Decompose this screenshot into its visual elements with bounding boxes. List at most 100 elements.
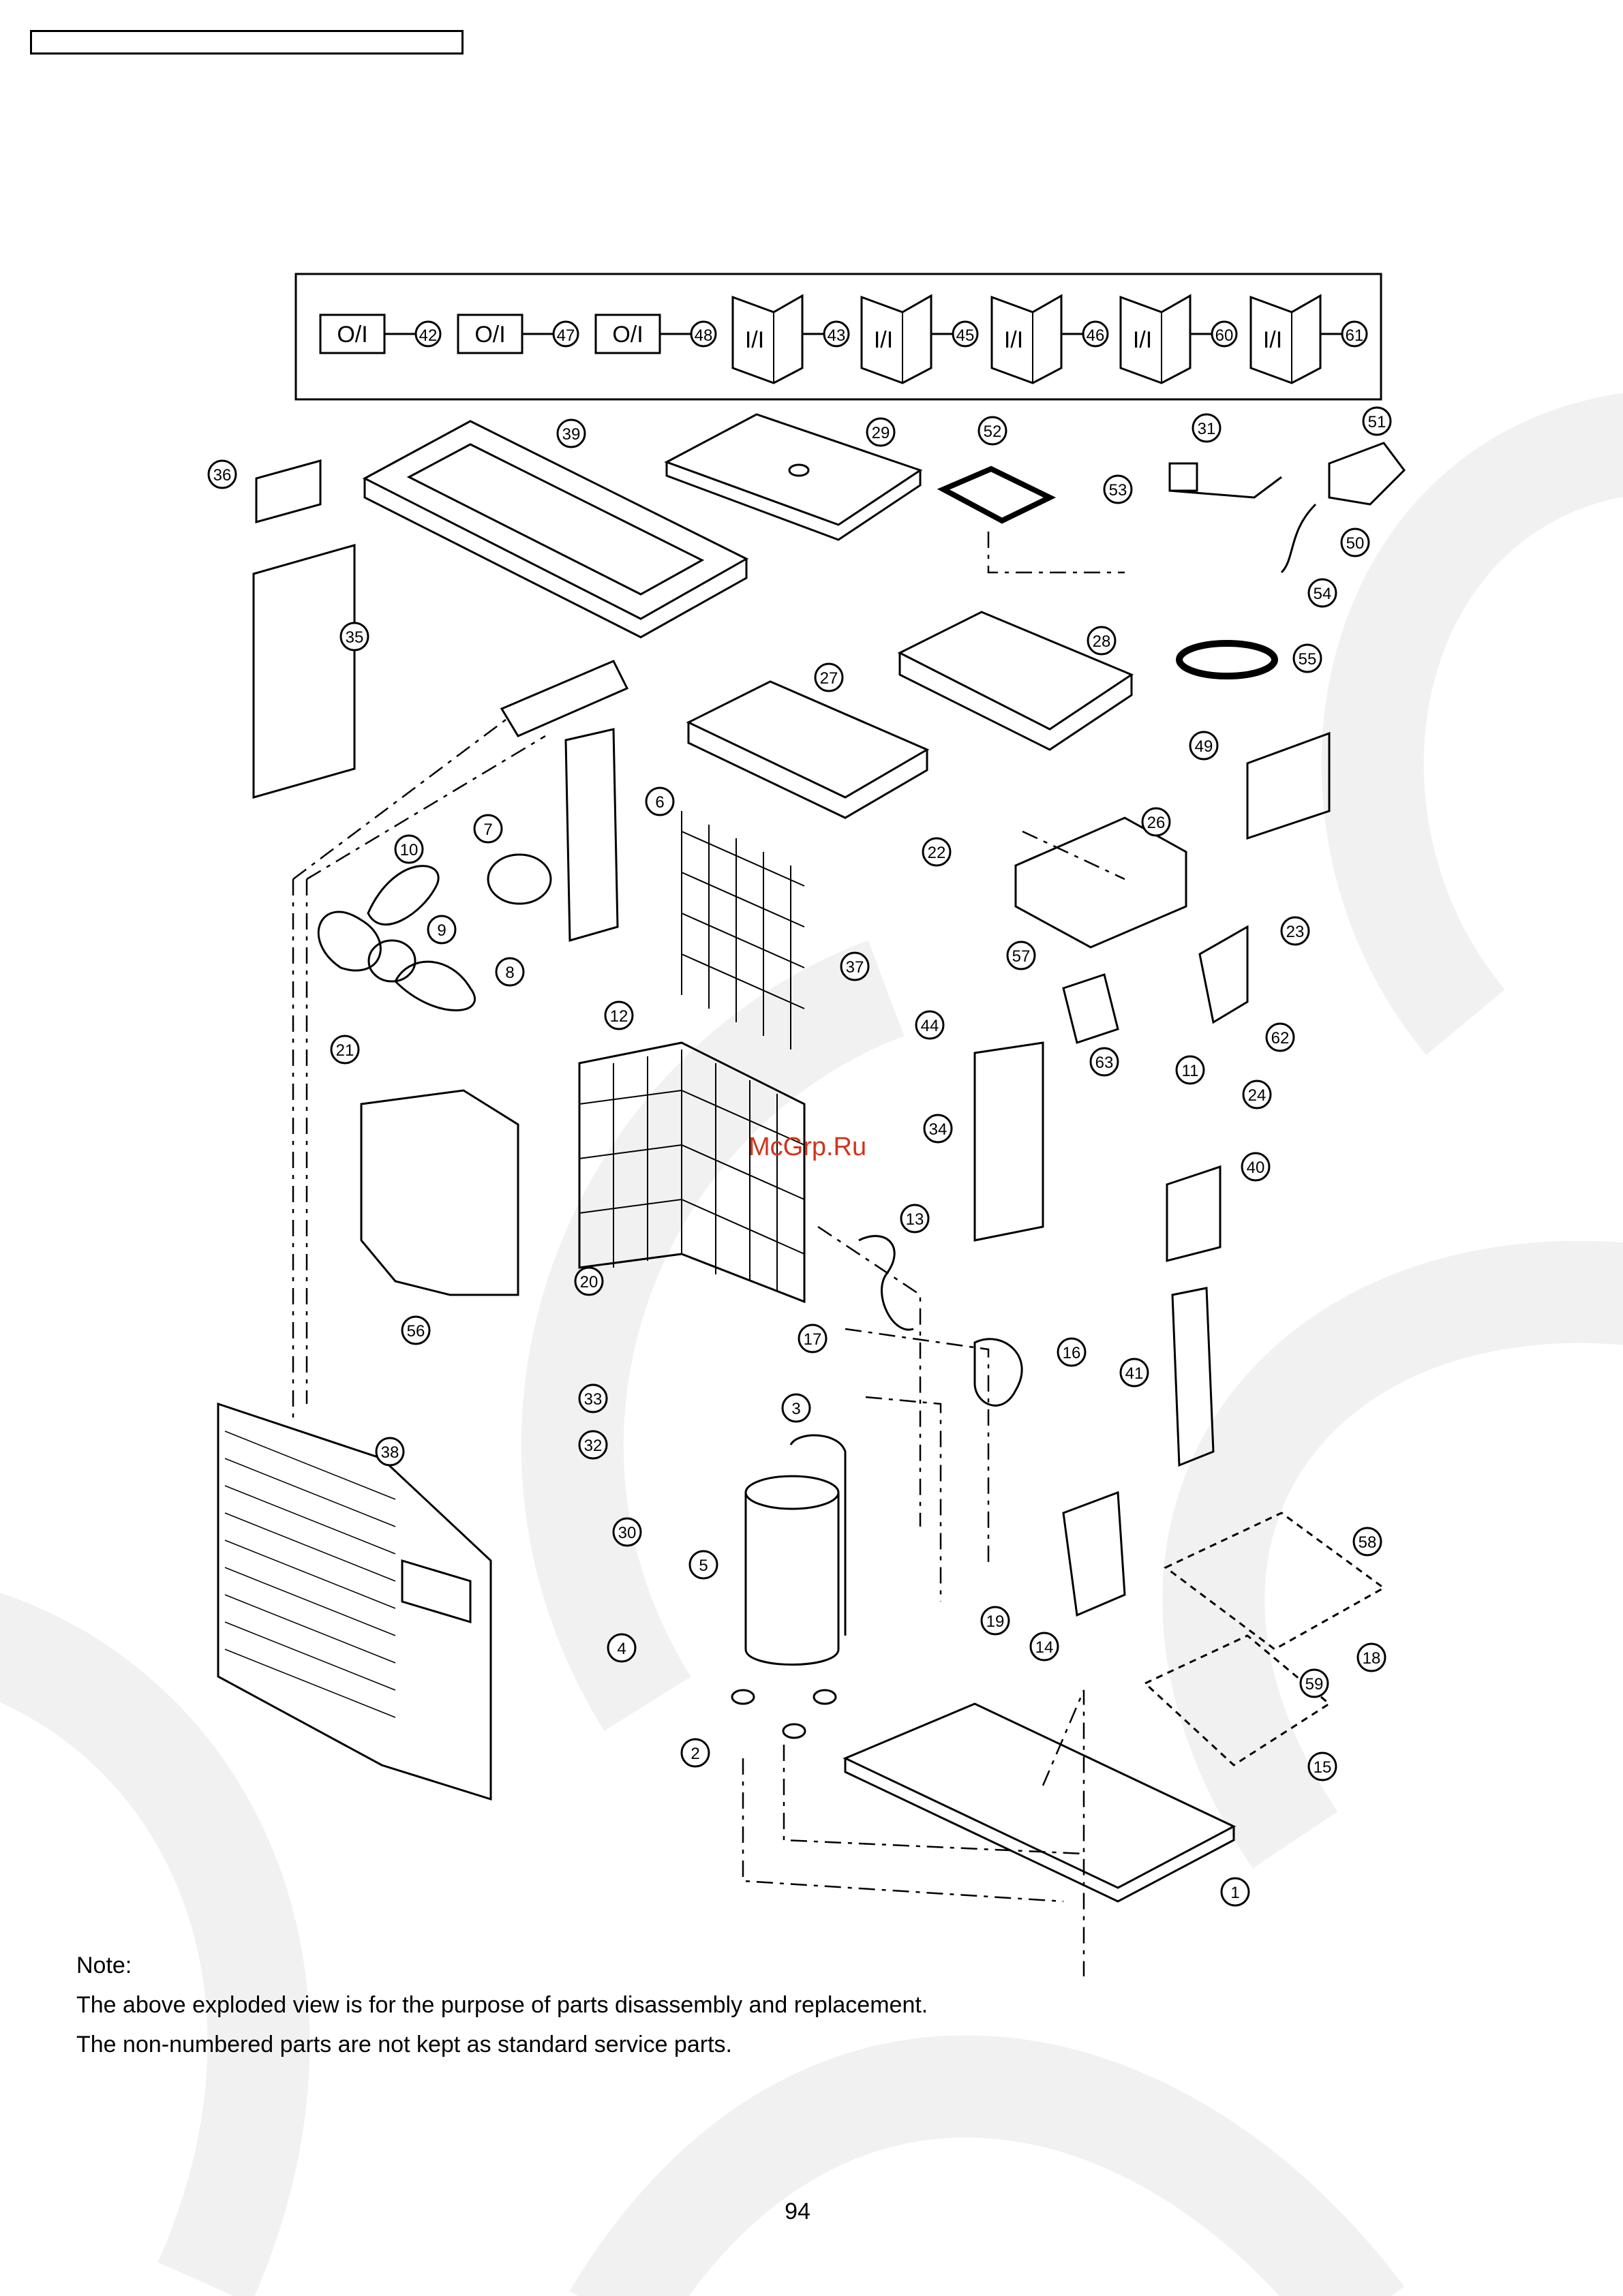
- part-callout: 51: [1362, 406, 1392, 436]
- part-7-fan-motor: [487, 853, 552, 905]
- part-callout-circle: [814, 662, 844, 692]
- kit-item-number: 61: [1346, 326, 1364, 345]
- part-callout: 35: [339, 622, 369, 652]
- kit-item-number: 46: [1087, 326, 1105, 345]
- kit-item-label: I/I: [1133, 327, 1152, 353]
- part-21-terminal: [1062, 973, 1119, 1044]
- kit-item-label: I/I: [1263, 327, 1282, 353]
- part-callout: 31: [1192, 413, 1222, 443]
- part-callout-number: 54: [1314, 585, 1332, 603]
- part-callout-circle: [922, 837, 952, 867]
- part-callout-circle: [1307, 578, 1337, 608]
- part-callout: 26: [1141, 807, 1171, 837]
- part-2-foot-3: [782, 1723, 806, 1739]
- part-callout-circle: [977, 416, 1007, 446]
- part-callout: 36: [207, 459, 237, 489]
- terminal-board: [1246, 731, 1331, 840]
- part-callout-circle: [1242, 1080, 1272, 1109]
- watermark-text: McGrp.Ru: [748, 1133, 867, 1161]
- part-callout-circle: [473, 814, 503, 844]
- part-callout-circle: [427, 915, 457, 945]
- part-callout-number: 63: [1095, 1054, 1114, 1072]
- note-title: Note:: [76, 1953, 132, 1978]
- part-callout-number: 33: [584, 1390, 603, 1409]
- part-29-hole: [788, 463, 810, 477]
- part-27-tray-edge: [687, 722, 928, 819]
- part-callout-circle: [1119, 1358, 1149, 1388]
- part-callout-number: 52: [984, 423, 1002, 441]
- note-line-1: The above exploded view is for the purpo…: [76, 1992, 928, 2018]
- part-callout-number: 31: [1198, 420, 1216, 438]
- part-37-wire-guard: [681, 811, 805, 1050]
- part-16-valve: [973, 1338, 1023, 1407]
- part-13-pipe: [858, 1235, 914, 1331]
- book-icon: [860, 294, 932, 384]
- part-callout-circle: [607, 1633, 637, 1663]
- part-27-tray: [686, 680, 930, 799]
- part-callout: 30: [612, 1517, 642, 1547]
- kit-item-number: 48: [695, 326, 713, 345]
- part-callout-number: 19: [986, 1612, 1005, 1631]
- part-callout-circle: [1307, 1751, 1337, 1781]
- kit-item-label: I/I: [1004, 327, 1023, 353]
- part-10-blade-2: [317, 910, 382, 972]
- part-2-foot-1: [731, 1689, 755, 1705]
- part-1-base-pan: [843, 1702, 1237, 1889]
- part-5-compressor-top: [744, 1475, 840, 1510]
- part-callout-circle: [556, 418, 586, 448]
- part-callout: 33: [578, 1383, 608, 1413]
- part-callout-number: 58: [1359, 1533, 1377, 1552]
- part-2-foot-2: [813, 1689, 837, 1705]
- part-callout-circle: [612, 1517, 642, 1547]
- part-callout-circle: [495, 957, 525, 987]
- part-callout: 34: [923, 1114, 953, 1144]
- kit-item-label: O/I: [337, 322, 367, 348]
- kit-item: I/I 46: [990, 294, 1109, 384]
- kit-item-number: 45: [956, 326, 975, 345]
- part-callout-circle: [866, 417, 896, 447]
- part-26-control-bracket: [1014, 816, 1187, 949]
- part-callout-number: 11: [1182, 1062, 1199, 1080]
- part-callout-circle: [900, 1204, 930, 1234]
- part-callout-number: 36: [213, 466, 232, 485]
- part-12-condenser-fins: [579, 1050, 805, 1291]
- part-callout-number: 28: [1093, 632, 1111, 651]
- part-callout: 19: [980, 1606, 1010, 1636]
- part-callout-circle: [980, 1606, 1010, 1636]
- part-callout-circle: [1220, 1877, 1250, 1907]
- part-callout: 49: [1189, 731, 1219, 761]
- part-callout: 50: [1340, 527, 1370, 557]
- part-callout: 58: [1352, 1527, 1382, 1557]
- part-52-pad: [937, 465, 1057, 524]
- part-51-coil: [1328, 442, 1406, 506]
- part-callout: 8: [495, 957, 525, 987]
- kit-item-number: 43: [828, 326, 846, 345]
- part-callout-circle: [375, 1437, 405, 1467]
- part-callout-circle: [1241, 1152, 1271, 1182]
- part-callout-number: 59: [1305, 1675, 1324, 1694]
- part-callout-number: 22: [928, 844, 946, 862]
- assembly-guide-lines: [292, 532, 1125, 1976]
- part-callout: 15: [1307, 1751, 1337, 1781]
- part-callout-circle: [574, 1266, 604, 1296]
- part-callout-circle: [1356, 1642, 1386, 1672]
- part-31-valve: [1168, 462, 1198, 492]
- part-callout-number: 5: [699, 1557, 708, 1575]
- part-callout-number: 57: [1012, 947, 1031, 966]
- part-callout-number: 56: [407, 1322, 425, 1341]
- part-callout-circle: [1175, 1055, 1205, 1085]
- part-3-accumulator-pipe: [789, 1434, 847, 1636]
- part-callout: 54: [1307, 578, 1337, 608]
- part-38-grille-bars: [224, 1430, 396, 1718]
- part-callout-number: 44: [921, 1017, 939, 1035]
- page-number: 94: [785, 2199, 810, 2224]
- parts-art: [217, 413, 1406, 1976]
- part-callout: 29: [866, 417, 896, 447]
- part-callout: 22: [922, 837, 952, 867]
- part-callout: 38: [375, 1437, 405, 1467]
- part-callout-number: 9: [437, 921, 446, 940]
- kit-frame: [294, 273, 1382, 401]
- part-callout: 4: [607, 1633, 637, 1663]
- part-callout-number: 55: [1299, 650, 1317, 669]
